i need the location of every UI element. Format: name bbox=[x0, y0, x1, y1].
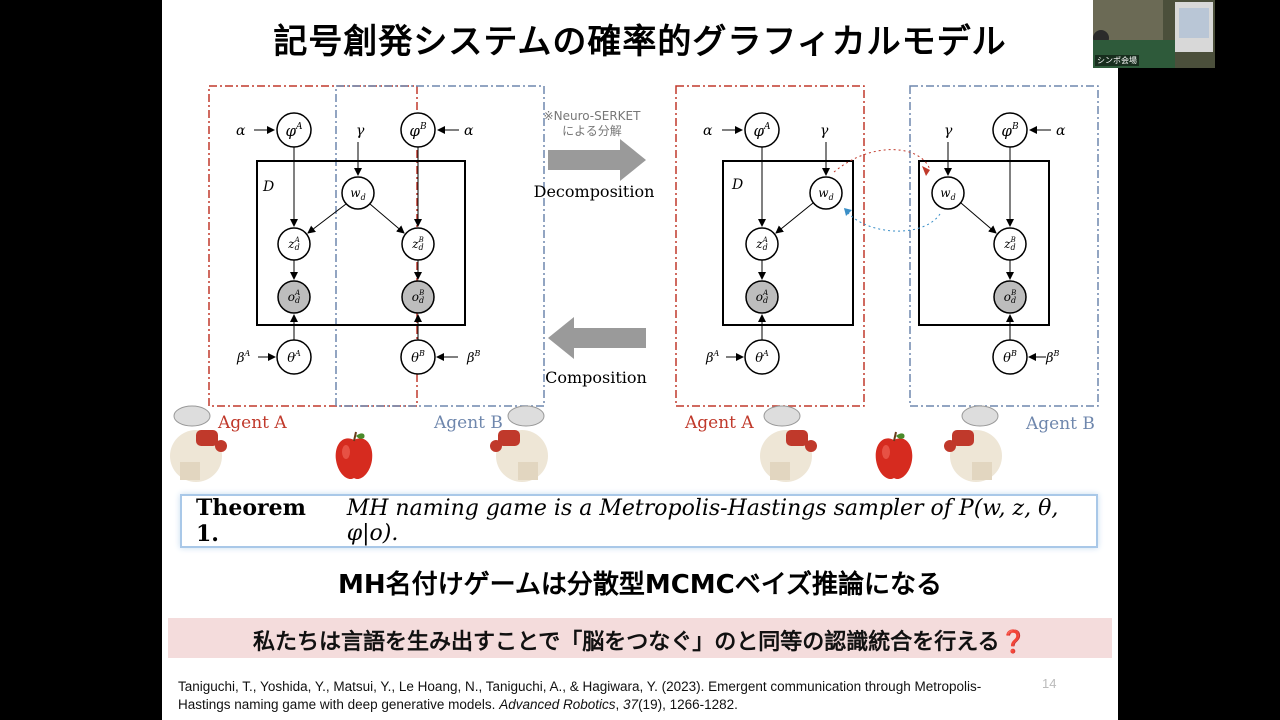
question-icon: ❓ bbox=[999, 630, 1028, 655]
alpha-label: α bbox=[236, 123, 246, 139]
annotation-decomp-jp: による分解 bbox=[562, 124, 622, 138]
svg-text:zdB: zdB bbox=[1003, 236, 1016, 252]
message-arrowhead bbox=[922, 166, 930, 176]
theorem-body: MH naming game is a Metropolis-Hastings … bbox=[346, 496, 1059, 546]
slide-title: 記号創発システムの確率的グラフィカルモデル bbox=[273, 22, 1007, 62]
svg-text:zdA: zdA bbox=[755, 236, 768, 252]
node-phi-a-decomposed: φA bbox=[744, 112, 780, 148]
citation-line-2: Hastings naming game with deep generativ… bbox=[178, 696, 1098, 714]
page-number: 14 bbox=[1042, 676, 1057, 691]
edges-agent-a bbox=[722, 126, 830, 361]
agent-b-label-left: Agent B bbox=[433, 413, 503, 433]
node-o-a: odA bbox=[277, 280, 311, 314]
beta-a-label: βA bbox=[236, 349, 251, 366]
mh-statement: MH名付けゲームは分散型MCMCベイズ推論になる bbox=[338, 570, 942, 600]
gamma-label: γ bbox=[356, 123, 365, 139]
agent-a-boundary-right bbox=[675, 85, 865, 407]
node-o-a-decomposed: odA bbox=[745, 280, 779, 314]
robot-icon bbox=[944, 405, 1002, 482]
node-theta-b-decomposed: θB bbox=[992, 339, 1028, 375]
robot-icon bbox=[170, 405, 227, 482]
robot-icon bbox=[490, 405, 548, 482]
node-w-agent-a: wd bbox=[809, 176, 843, 210]
node-z-a-decomposed: zdA bbox=[745, 227, 779, 261]
node-phi-a: φA bbox=[276, 112, 312, 148]
node-phi-b: φB bbox=[400, 112, 436, 148]
annotation-neuro-serket: ※Neuro-SERKET bbox=[544, 109, 642, 123]
alpha-label: α bbox=[1056, 123, 1066, 139]
beta-b-label: βB bbox=[1045, 349, 1060, 366]
theorem-box: Theorem 1. MH naming game is a Metropoli… bbox=[180, 494, 1098, 548]
theorem-lead: Theorem 1. bbox=[196, 495, 306, 547]
agent-a-label-right: Agent A bbox=[684, 413, 754, 433]
citation-pages: (19), 1266-1282. bbox=[638, 697, 738, 712]
message-arrowhead bbox=[844, 208, 852, 216]
banner-content: 私たちは言語を生み出すことで「脳をつなぐ」のと同等の認識統合を行える❓ bbox=[168, 624, 1112, 656]
edges-left bbox=[254, 126, 459, 361]
graphical-model-diagram: D φA φB wd zdA zdB odA odB bbox=[170, 85, 1099, 482]
alpha-label: α bbox=[703, 123, 713, 139]
citation-journal: Advanced Robotics bbox=[499, 697, 616, 712]
svg-text:odB: odB bbox=[412, 289, 425, 305]
node-theta-b: θB bbox=[400, 339, 436, 375]
citation: Taniguchi, T., Yoshida, Y., Matsui, Y., … bbox=[178, 678, 1098, 714]
banner-text: 私たちは言語を生み出すことで「脳をつなぐ」のと同等の認識統合を行える bbox=[252, 630, 1000, 655]
message-arc-b-to-a bbox=[843, 207, 941, 232]
message-arc-a-to-b bbox=[833, 149, 931, 173]
node-phi-b-decomposed: φB bbox=[992, 112, 1028, 148]
agent-b-label-right: Agent B bbox=[1025, 414, 1095, 434]
plate-label: D bbox=[731, 177, 743, 193]
node-theta-a: θA bbox=[276, 339, 312, 375]
node-z-b-decomposed: zdB bbox=[993, 227, 1027, 261]
plate-label: D bbox=[262, 179, 274, 195]
citation-authors-tail: Hastings naming game with deep generativ… bbox=[178, 697, 500, 712]
svg-text:zdB: zdB bbox=[411, 236, 424, 252]
decomposition-arrow bbox=[548, 139, 646, 181]
webcam-label: シンポ会場 bbox=[1095, 55, 1139, 66]
node-z-b: zdB bbox=[401, 227, 435, 261]
svg-text:odA: odA bbox=[756, 289, 768, 305]
webcam-thumbnail[interactable]: シンポ会場 bbox=[1093, 0, 1215, 68]
svg-text:odA: odA bbox=[288, 289, 300, 305]
beta-b-label: βB bbox=[466, 349, 481, 366]
svg-text:zdA: zdA bbox=[287, 236, 300, 252]
alpha-label: α bbox=[464, 123, 474, 139]
gamma-label: γ bbox=[944, 123, 953, 139]
node-theta-a-decomposed: θA bbox=[744, 339, 780, 375]
robot-icon bbox=[760, 405, 817, 482]
apple-icon bbox=[335, 431, 373, 480]
agent-a-label-left: Agent A bbox=[217, 413, 287, 433]
node-z-a: zdA bbox=[277, 227, 311, 261]
node-w-agent-b: wd bbox=[931, 176, 965, 210]
beta-a-label: βA bbox=[705, 349, 720, 366]
composition-label: Composition bbox=[545, 368, 647, 387]
presentation-slide: 記号創発システムの確率的グラフィカルモデル D φA φB wd zdA bbox=[162, 0, 1118, 720]
node-o-b-decomposed: odB bbox=[993, 280, 1027, 314]
highlight-banner: 私たちは言語を生み出すことで「脳をつなぐ」のと同等の認識統合を行える❓ bbox=[168, 618, 1112, 658]
svg-text:odB: odB bbox=[1004, 289, 1017, 305]
citation-volume: 37 bbox=[623, 697, 639, 712]
plate-D-agent-b bbox=[918, 160, 1050, 326]
citation-line-1: Taniguchi, T., Yoshida, Y., Matsui, Y., … bbox=[178, 679, 982, 694]
agent-b-boundary-right bbox=[909, 85, 1099, 407]
gamma-label: γ bbox=[820, 123, 829, 139]
node-o-b: odB bbox=[401, 280, 435, 314]
plate-D-left bbox=[256, 160, 466, 326]
citation-separator: , bbox=[615, 697, 624, 712]
edges-agent-b bbox=[944, 126, 1051, 361]
decomposition-label: Decomposition bbox=[534, 182, 655, 201]
plate-D-agent-a bbox=[722, 160, 854, 326]
apple-icon bbox=[875, 431, 913, 480]
composition-arrow bbox=[548, 317, 646, 359]
node-w: wd bbox=[341, 176, 375, 210]
agent-b-boundary-left bbox=[335, 85, 545, 407]
